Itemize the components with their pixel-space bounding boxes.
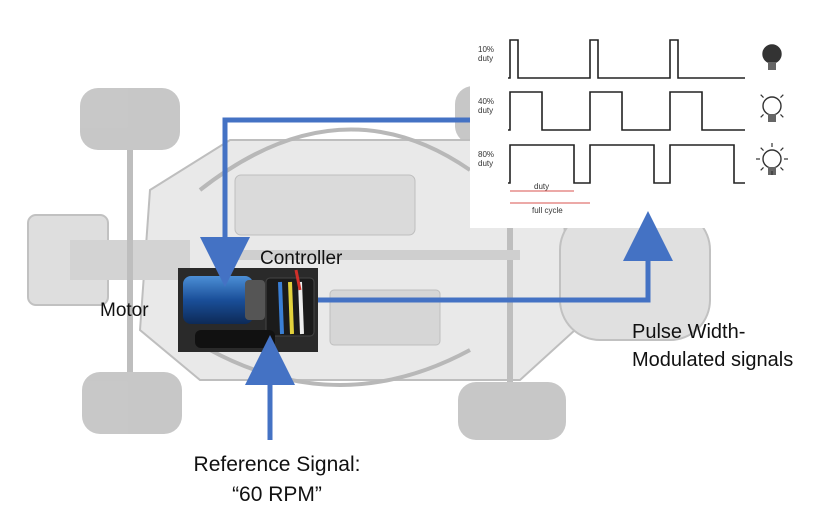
roll-cage <box>209 348 471 387</box>
roll-cage <box>198 127 472 192</box>
rear-right-wheel <box>458 382 566 440</box>
duty-label-unit: duty <box>478 54 493 63</box>
duty-label: 80% <box>478 150 494 159</box>
motor-controller-photo <box>178 268 318 352</box>
motor-label: Motor <box>100 300 149 321</box>
pwm-waveform <box>508 144 745 184</box>
pwm-signals-label: Pulse Width- Modulated signals <box>632 318 793 374</box>
rear-left-wheel <box>82 372 182 434</box>
duty-label: 10% <box>478 45 494 54</box>
duty-label: 40% <box>478 97 494 106</box>
reference-signal-label: Reference Signal: “60 RPM” <box>182 450 372 510</box>
duty-caption: duty <box>534 182 549 191</box>
pwm-waveform <box>508 39 745 79</box>
dark-bulb-icon <box>762 44 782 70</box>
blue-wire <box>278 281 284 335</box>
yellow-wire <box>288 281 294 335</box>
duty-label-unit: duty <box>478 159 493 168</box>
battery-tray <box>234 174 416 236</box>
controller-to-pwm-arrow <box>318 211 673 303</box>
controller-label: Controller <box>260 248 343 269</box>
pwm-waveform <box>508 91 745 131</box>
motor-body <box>183 276 253 324</box>
red-wire <box>294 269 302 291</box>
full-cycle-caption: full cycle <box>532 206 563 215</box>
pwm-label-line1: Pulse Width- <box>632 321 746 343</box>
servo-block <box>329 289 441 346</box>
pwm-panel <box>470 28 810 228</box>
motor-endcap <box>245 280 265 320</box>
wire-bundle <box>195 330 275 348</box>
drive-shaft <box>230 250 520 260</box>
duty-label-unit: duty <box>478 106 493 115</box>
bright-bulb-icon <box>756 143 788 175</box>
pwm-to-controller-arrow <box>200 117 470 287</box>
pwm-label-line2: Modulated signals <box>632 349 794 371</box>
front-left-wheel <box>80 88 180 150</box>
reference-label-line1: Reference Signal: <box>193 453 361 476</box>
white-wire <box>298 281 304 335</box>
dim-bulb-icon <box>760 94 784 122</box>
reference-label-line2: “60 RPM” <box>232 483 322 506</box>
